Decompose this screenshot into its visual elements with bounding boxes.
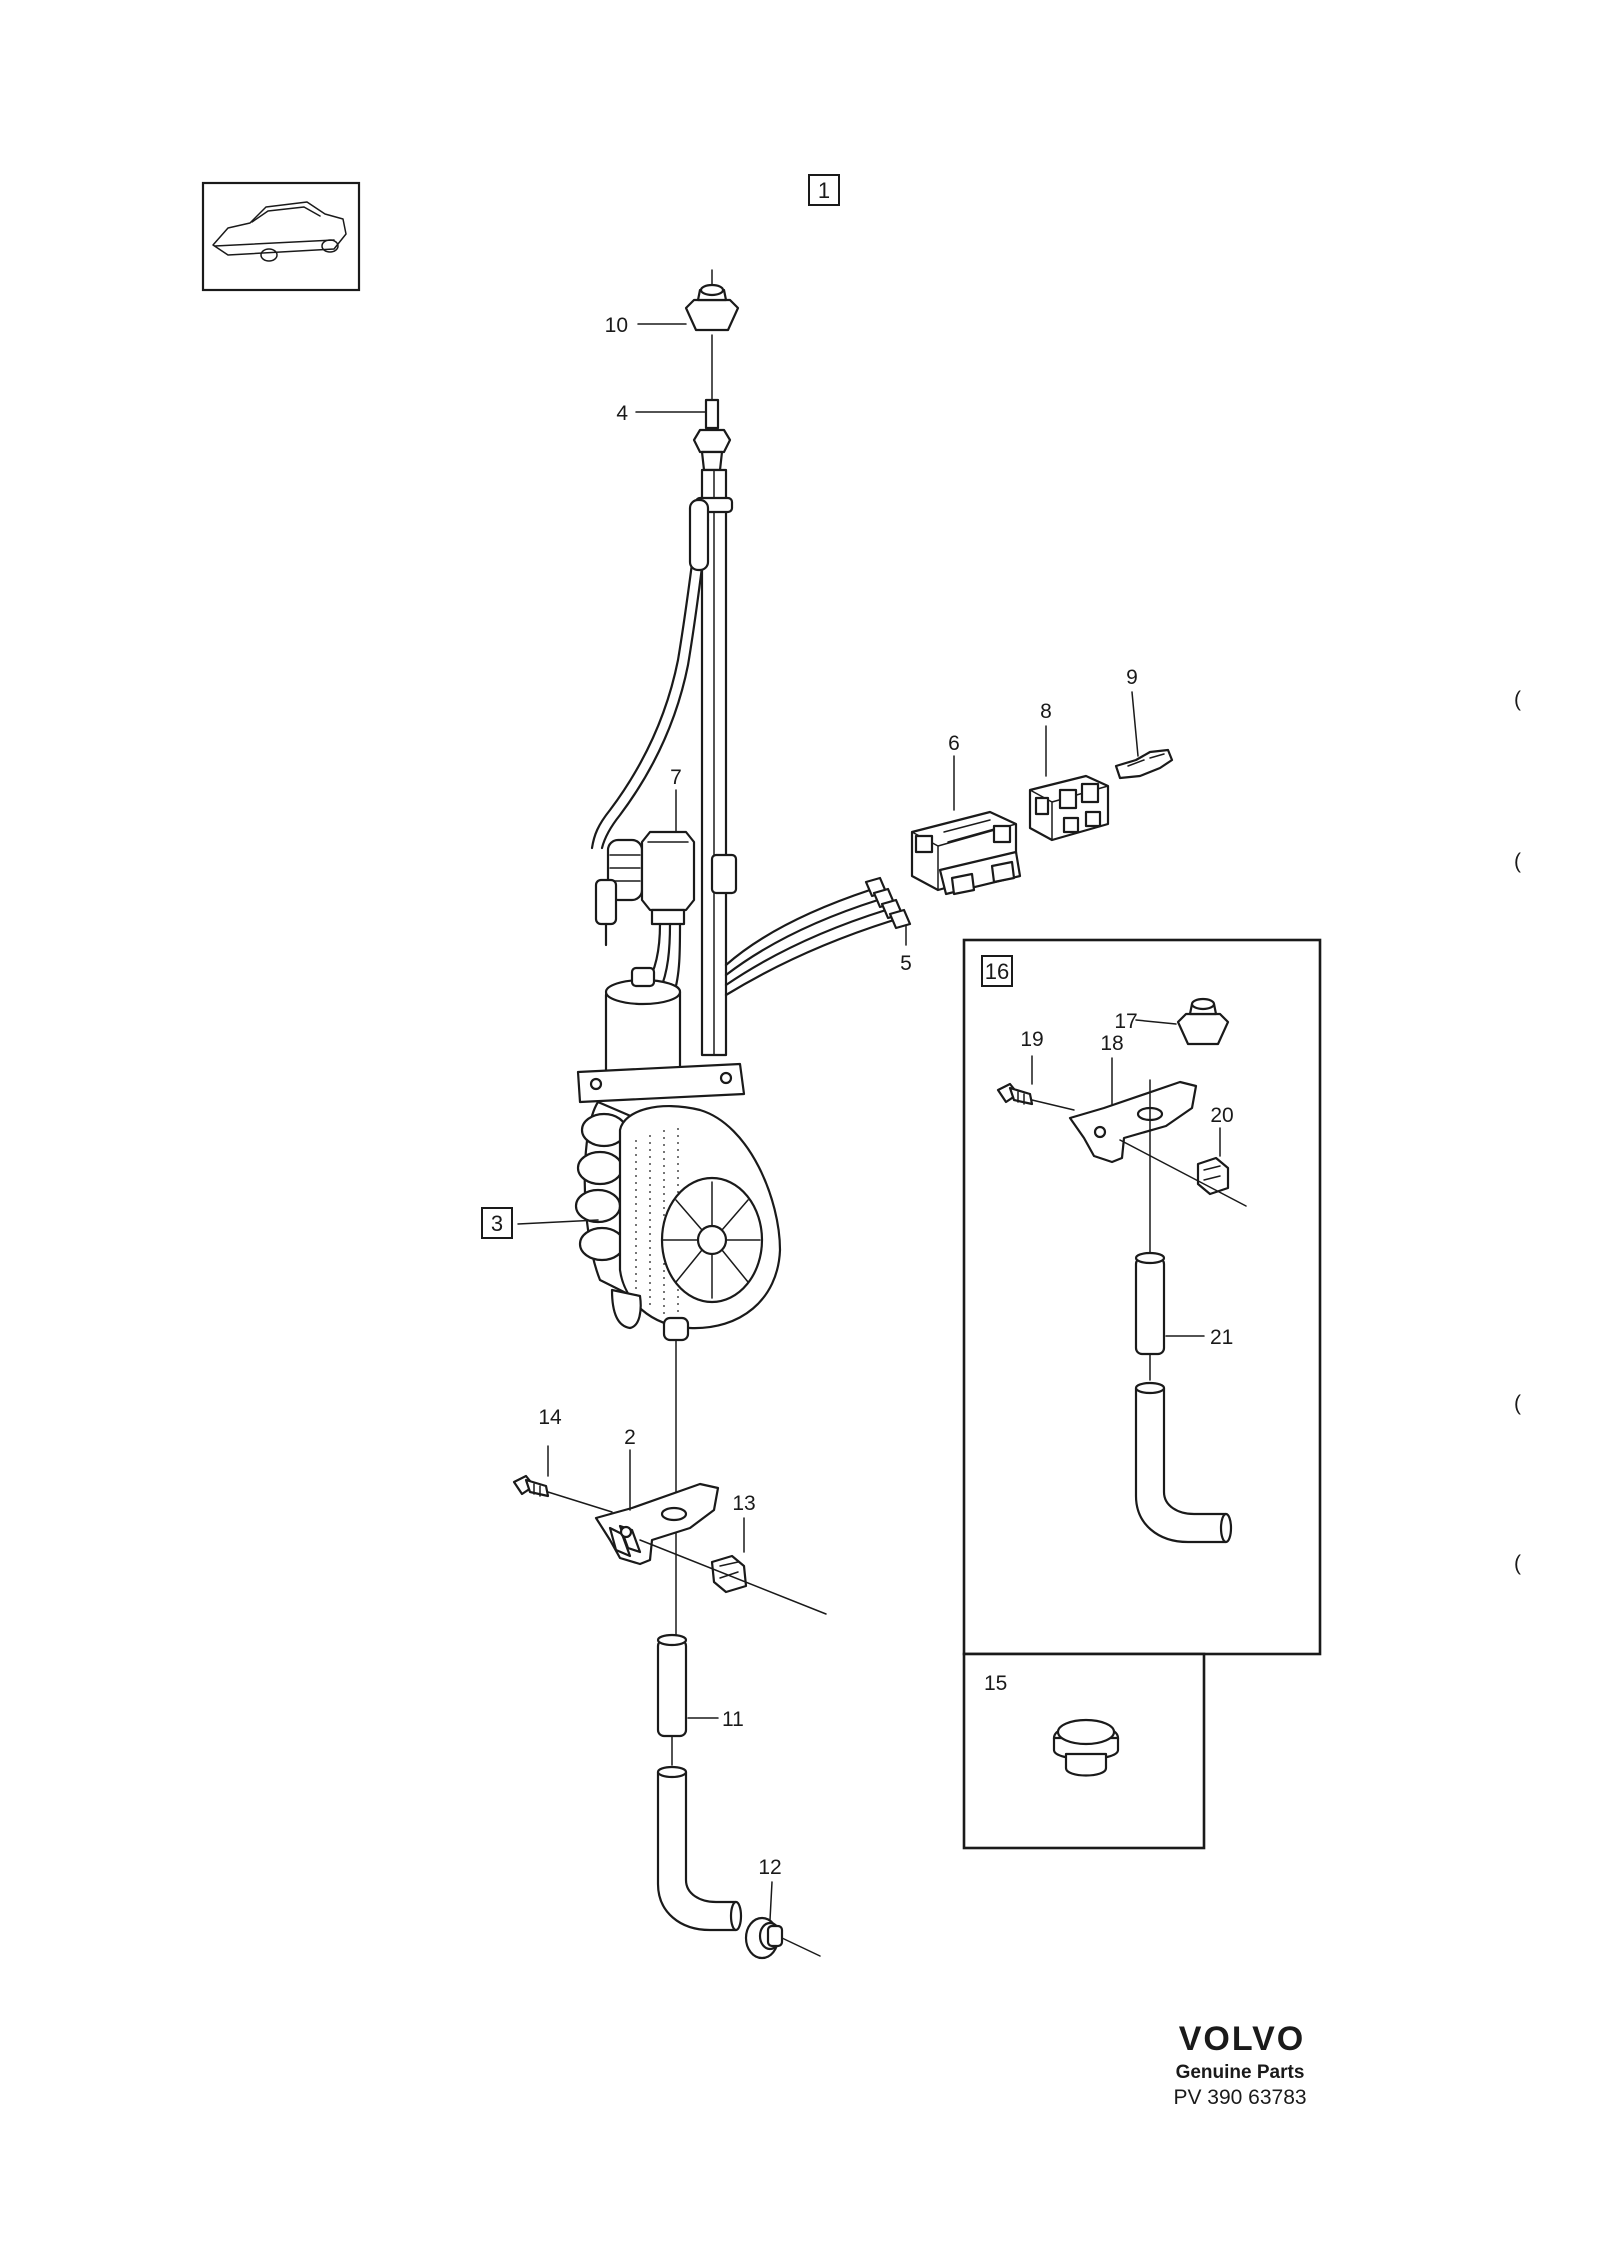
bolt-14 [512, 1474, 613, 1513]
vehicle-thumbnail [201, 181, 361, 292]
sedan-car-icon [212, 201, 347, 262]
main-group-label: 1 [808, 174, 840, 206]
callout-6: 6 [948, 732, 960, 755]
grommet-12 [744, 1916, 821, 1960]
mast-nut-17 [1176, 997, 1230, 1046]
plug-15 [1052, 1718, 1120, 1777]
inset-panel-15: 15 [962, 1652, 1206, 1850]
relay-box-7 [640, 830, 696, 995]
footer: VOLVO Genuine Parts PV 390 63783 [1173, 2020, 1306, 2109]
connector-housing-6 [910, 810, 1022, 896]
motor-housing-3 [574, 966, 782, 1641]
callout-2: 2 [624, 1426, 636, 1449]
mast-nut-10 [684, 283, 740, 332]
mast-tip-4 [692, 398, 732, 472]
callout-11: 11 [722, 1708, 744, 1731]
coax-plug [594, 838, 644, 947]
clip-nut-13 [639, 1539, 827, 1615]
callout-14: 14 [538, 1406, 562, 1429]
callout-12: 12 [758, 1856, 781, 1879]
margin-mark: ( [1514, 850, 1521, 873]
subassembly-3-label: 3 [481, 1207, 513, 1239]
callout-15: 15 [984, 1672, 1007, 1695]
callout-17: 17 [1114, 1010, 1137, 1033]
inset-16-number: 16 [985, 959, 1009, 984]
drain-hose-21 [1134, 1251, 1233, 1544]
brand-subtitle: Genuine Parts [1176, 2062, 1305, 2083]
callout-8: 8 [1040, 700, 1052, 723]
margin-mark: ( [1514, 1392, 1521, 1415]
callout-4: 4 [616, 402, 628, 425]
margin-mark: ( [1514, 1552, 1521, 1575]
clip-nut-20 [1119, 1139, 1247, 1207]
callout-20: 20 [1210, 1104, 1233, 1127]
callout-19: 19 [1020, 1028, 1043, 1051]
callout-7: 7 [670, 766, 682, 789]
callout-21: 21 [1210, 1326, 1233, 1349]
margin-mark: ( [1514, 688, 1521, 711]
main-group-number: 1 [818, 178, 830, 203]
antenna-assembly [574, 269, 912, 1641]
terminal-9 [1114, 748, 1174, 780]
inset-panel-16: 16 17 19 18 20 [962, 938, 1322, 1656]
brand-logo: VOLVO [1179, 2020, 1306, 2058]
subassembly-3-number: 3 [491, 1211, 503, 1236]
callout-10: 10 [605, 314, 628, 337]
callout-5: 5 [900, 952, 912, 975]
callout-9: 9 [1126, 666, 1138, 689]
callout-18: 18 [1100, 1032, 1123, 1055]
drain-hose-11 [656, 1633, 743, 1932]
connector-housing-8 [1028, 774, 1110, 842]
illustration-code: PV 390 63783 [1173, 2086, 1306, 2109]
callout-13: 13 [732, 1492, 755, 1515]
bolt-19 [996, 1082, 1075, 1111]
bracket-2 [594, 1482, 720, 1566]
